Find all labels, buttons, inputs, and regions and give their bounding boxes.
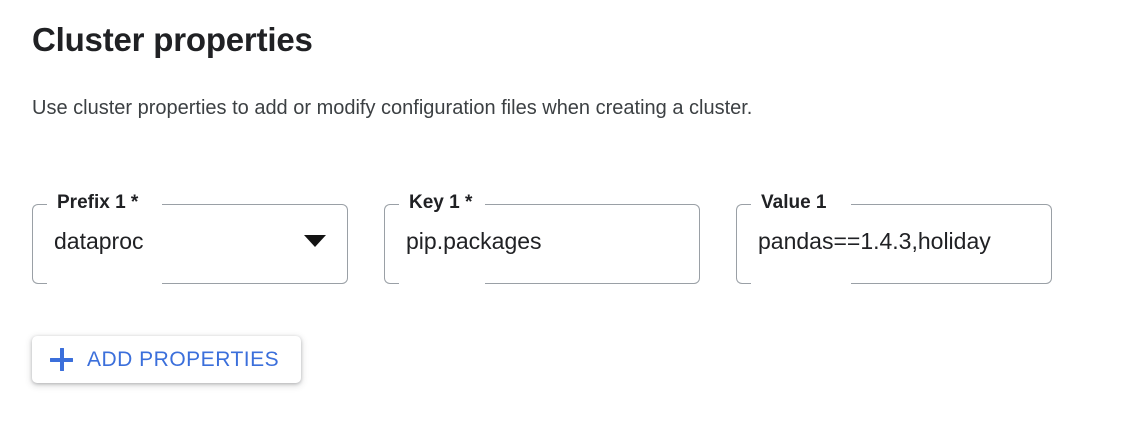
value-field-label: Value 1 — [756, 192, 834, 214]
value-field[interactable]: Value 1 pandas==1.4.3,holiday — [736, 192, 1052, 284]
prefix-select-control[interactable]: dataproc — [33, 218, 347, 264]
plus-icon — [50, 348, 73, 371]
key-field-label: Key 1 * — [404, 192, 480, 214]
key-field[interactable]: Key 1 * pip.packages — [384, 192, 700, 284]
property-row-1: Prefix 1 * dataproc Key 1 * pip.packages — [32, 192, 1092, 284]
add-properties-button[interactable]: ADD PROPERTIES — [32, 336, 302, 383]
page-title: Cluster properties — [32, 21, 313, 58]
key-input-value: pip.packages — [406, 228, 542, 254]
value-input-control[interactable]: pandas==1.4.3,holiday — [737, 218, 1051, 264]
prefix-field[interactable]: Prefix 1 * dataproc — [32, 192, 348, 284]
chevron-down-icon[interactable] — [304, 235, 326, 247]
key-input-control[interactable]: pip.packages — [385, 218, 699, 264]
prefix-field-label: Prefix 1 * — [52, 192, 146, 214]
add-properties-button-label: ADD PROPERTIES — [87, 347, 280, 371]
value-input-value: pandas==1.4.3,holiday — [758, 228, 991, 254]
page-description: Use cluster properties to add or modify … — [32, 97, 753, 119]
prefix-select-value: dataproc — [54, 228, 144, 254]
